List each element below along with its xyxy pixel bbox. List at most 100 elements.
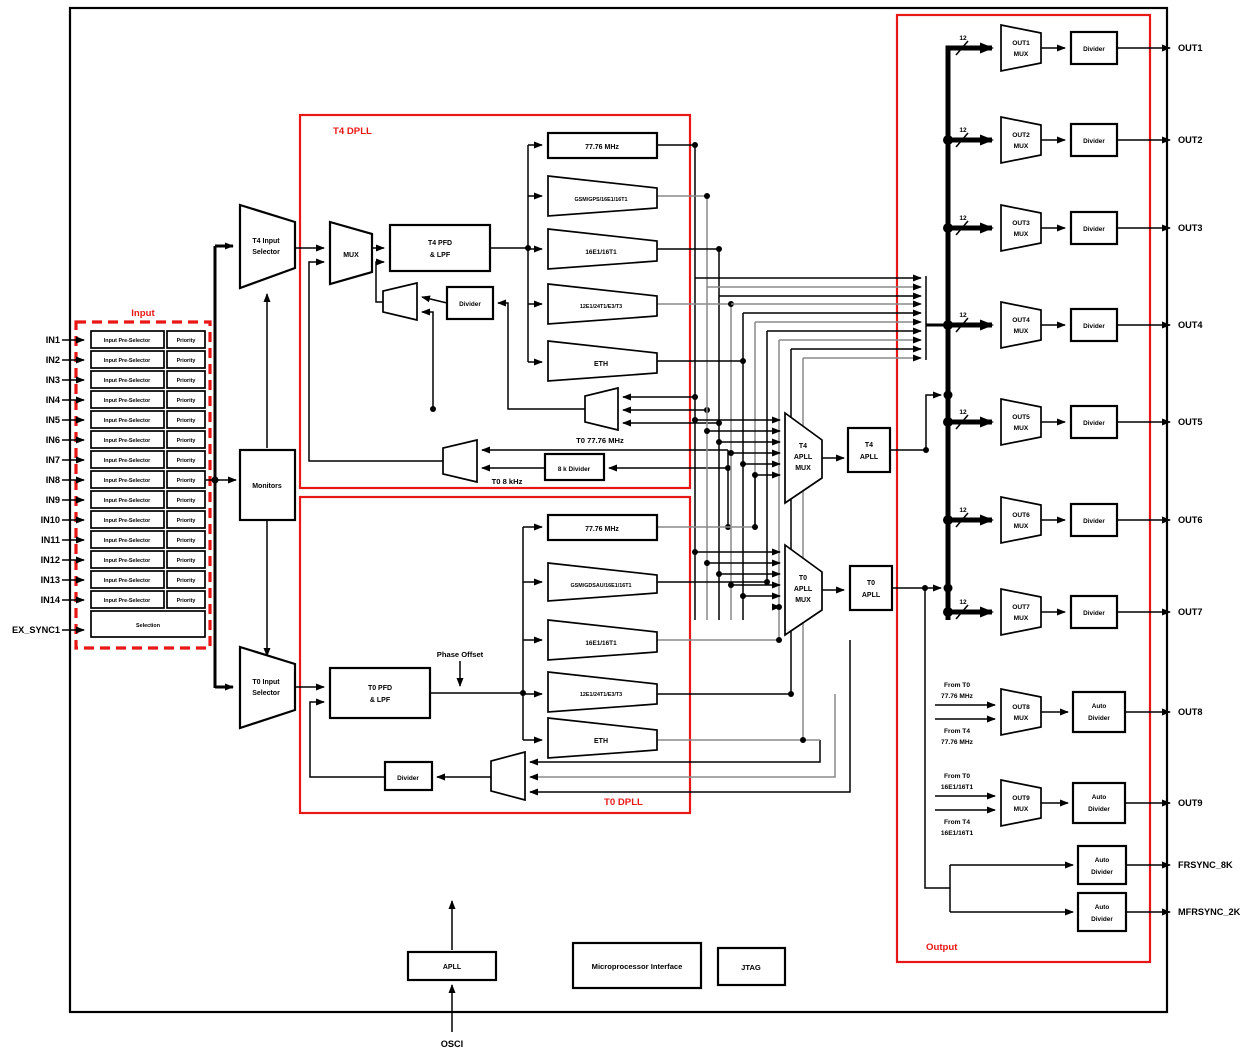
output-section-title: Output bbox=[926, 942, 958, 953]
svg-text:MUX: MUX bbox=[1014, 328, 1029, 335]
port-in14: IN14 bbox=[41, 595, 61, 605]
svg-text:Divider: Divider bbox=[1083, 420, 1105, 427]
port-in7: IN7 bbox=[46, 455, 60, 465]
input-wires bbox=[62, 242, 271, 691]
divider-8k: 8 k Divider bbox=[543, 452, 606, 482]
port-osci: OSCI bbox=[441, 1039, 463, 1049]
t4-path-7776: 77.76 MHz bbox=[546, 131, 659, 160]
t4-feedback-divider: Divider bbox=[445, 285, 495, 321]
t0-path-gsm: GSM/GDSAU/16E1/16T1 bbox=[547, 562, 658, 602]
out7-row: OUT7 MUX Divider 12 OUT7 bbox=[959, 587, 1203, 637]
svg-text:GSM/GDSAU/16E1/16T1: GSM/GDSAU/16E1/16T1 bbox=[570, 583, 631, 589]
svg-text:77.76 MHz: 77.76 MHz bbox=[941, 739, 974, 746]
port-in5: IN5 bbox=[46, 415, 60, 425]
svg-text:Divider: Divider bbox=[1091, 916, 1113, 923]
svg-text:16E1/16T1: 16E1/16T1 bbox=[585, 640, 617, 647]
svg-text:12E1/24T1/E3/T3: 12E1/24T1/E3/T3 bbox=[580, 692, 622, 698]
svg-text:Microprocessor Interface: Microprocessor Interface bbox=[592, 962, 683, 971]
svg-text:Priority: Priority bbox=[177, 518, 196, 524]
svg-text:Divider: Divider bbox=[1083, 518, 1105, 525]
svg-text:MUX: MUX bbox=[1014, 231, 1029, 238]
svg-text:Input Pre-Selector: Input Pre-Selector bbox=[104, 418, 151, 424]
svg-text:MUX: MUX bbox=[1014, 143, 1029, 150]
svg-text:16E1/16T1: 16E1/16T1 bbox=[941, 784, 974, 791]
svg-text:From T4: From T4 bbox=[944, 728, 970, 735]
svg-text:Input Pre-Selector: Input Pre-Selector bbox=[104, 338, 151, 344]
svg-text:T0: T0 bbox=[799, 575, 807, 582]
svg-text:OUT9: OUT9 bbox=[1012, 795, 1030, 802]
svg-text:MUX: MUX bbox=[1014, 806, 1029, 813]
svg-text:Selection: Selection bbox=[136, 623, 160, 629]
bus-width-label: 12 bbox=[959, 507, 967, 514]
svg-text:OUT7: OUT7 bbox=[1012, 604, 1030, 611]
svg-text:OUT4: OUT4 bbox=[1012, 317, 1030, 324]
svg-text:Selector: Selector bbox=[252, 249, 280, 256]
svg-text:Divider: Divider bbox=[1083, 323, 1105, 330]
input-row: Input Pre-Selector Priority bbox=[90, 410, 206, 429]
port-out1: OUT1 bbox=[1178, 43, 1203, 53]
bus-width-label: 12 bbox=[959, 312, 967, 319]
svg-text:Selector: Selector bbox=[252, 690, 280, 697]
svg-text:MUX: MUX bbox=[795, 597, 811, 604]
svg-text:APLL: APLL bbox=[862, 592, 881, 599]
svg-text:Priority: Priority bbox=[177, 418, 196, 424]
svg-text:Divider: Divider bbox=[1083, 46, 1105, 53]
svg-text:& LPF: & LPF bbox=[430, 252, 451, 259]
svg-text:T4: T4 bbox=[799, 443, 807, 450]
svg-text:MUX: MUX bbox=[1014, 425, 1029, 432]
selection-block: Selection bbox=[90, 610, 206, 638]
port-in8: IN8 bbox=[46, 475, 60, 485]
t0-path-16e1: 16E1/16T1 bbox=[547, 619, 658, 661]
out4-row: OUT4 MUX Divider 12 OUT4 bbox=[959, 300, 1203, 350]
port-frsync-8k: FRSYNC_8K bbox=[1178, 860, 1233, 870]
out6-row: OUT6 MUX Divider 12 OUT6 bbox=[959, 495, 1203, 545]
port-out6: OUT6 bbox=[1178, 515, 1203, 525]
svg-text:OUT2: OUT2 bbox=[1012, 132, 1030, 139]
bus-width-label: 12 bbox=[959, 215, 967, 222]
out2-row: OUT2 MUX Divider 12 OUT2 bbox=[959, 115, 1203, 165]
mfrsync-row: Auto Divider MFRSYNC_2K bbox=[1076, 891, 1241, 933]
svg-text:Auto: Auto bbox=[1092, 794, 1107, 801]
label-t0-7776: T0 77.76 MHz bbox=[576, 436, 624, 445]
svg-text:T4 PFD: T4 PFD bbox=[428, 240, 452, 247]
svg-text:MUX: MUX bbox=[1014, 615, 1029, 622]
t4-pfd-lpf: T4 PFD & LPF bbox=[388, 223, 492, 273]
svg-text:8 k Divider: 8 k Divider bbox=[558, 466, 591, 473]
t4-eth-feedback-mux bbox=[584, 386, 619, 432]
t4-path-12e1: 12E1/24T1/E3/T3 bbox=[547, 283, 658, 325]
svg-text:Input Pre-Selector: Input Pre-Selector bbox=[104, 558, 151, 564]
svg-text:OUT6: OUT6 bbox=[1012, 512, 1030, 519]
out1-row: OUT1 MUX Divider 12 OUT1 bbox=[959, 23, 1203, 73]
svg-text:ETH: ETH bbox=[594, 738, 608, 745]
t4-input-selector: T4 Input Selector bbox=[238, 203, 297, 290]
out9-row: From T0 16E1/16T1 From T4 16E1/16T1 OUT9… bbox=[941, 773, 1203, 837]
svg-text:Input Pre-Selector: Input Pre-Selector bbox=[104, 378, 151, 384]
svg-text:T0 PFD: T0 PFD bbox=[368, 685, 392, 692]
port-in9: IN9 bbox=[46, 495, 60, 505]
svg-text:MUX: MUX bbox=[795, 465, 811, 472]
svg-text:APLL: APLL bbox=[443, 964, 462, 971]
apll-block: APLL bbox=[406, 950, 498, 982]
svg-text:OUT1: OUT1 bbox=[1012, 40, 1030, 47]
svg-text:MUX: MUX bbox=[343, 252, 359, 259]
svg-text:Auto: Auto bbox=[1095, 904, 1110, 911]
svg-text:& LPF: & LPF bbox=[370, 697, 391, 704]
output-row-wires bbox=[935, 44, 1171, 916]
svg-text:12E1/24T1/E3/T3: 12E1/24T1/E3/T3 bbox=[580, 304, 622, 310]
t4-apll-mux: T4 APLL MUX bbox=[784, 411, 823, 505]
svg-text:ETH: ETH bbox=[594, 361, 608, 368]
t0-feedback-divider: Divider bbox=[383, 760, 434, 792]
svg-text:Priority: Priority bbox=[177, 398, 196, 404]
svg-text:Divider: Divider bbox=[1091, 869, 1113, 876]
t0-dpll-box bbox=[298, 495, 692, 815]
t0-apll: T0 APLL bbox=[848, 564, 894, 612]
microprocessor-interface-block: Microprocessor Interface bbox=[571, 941, 703, 990]
